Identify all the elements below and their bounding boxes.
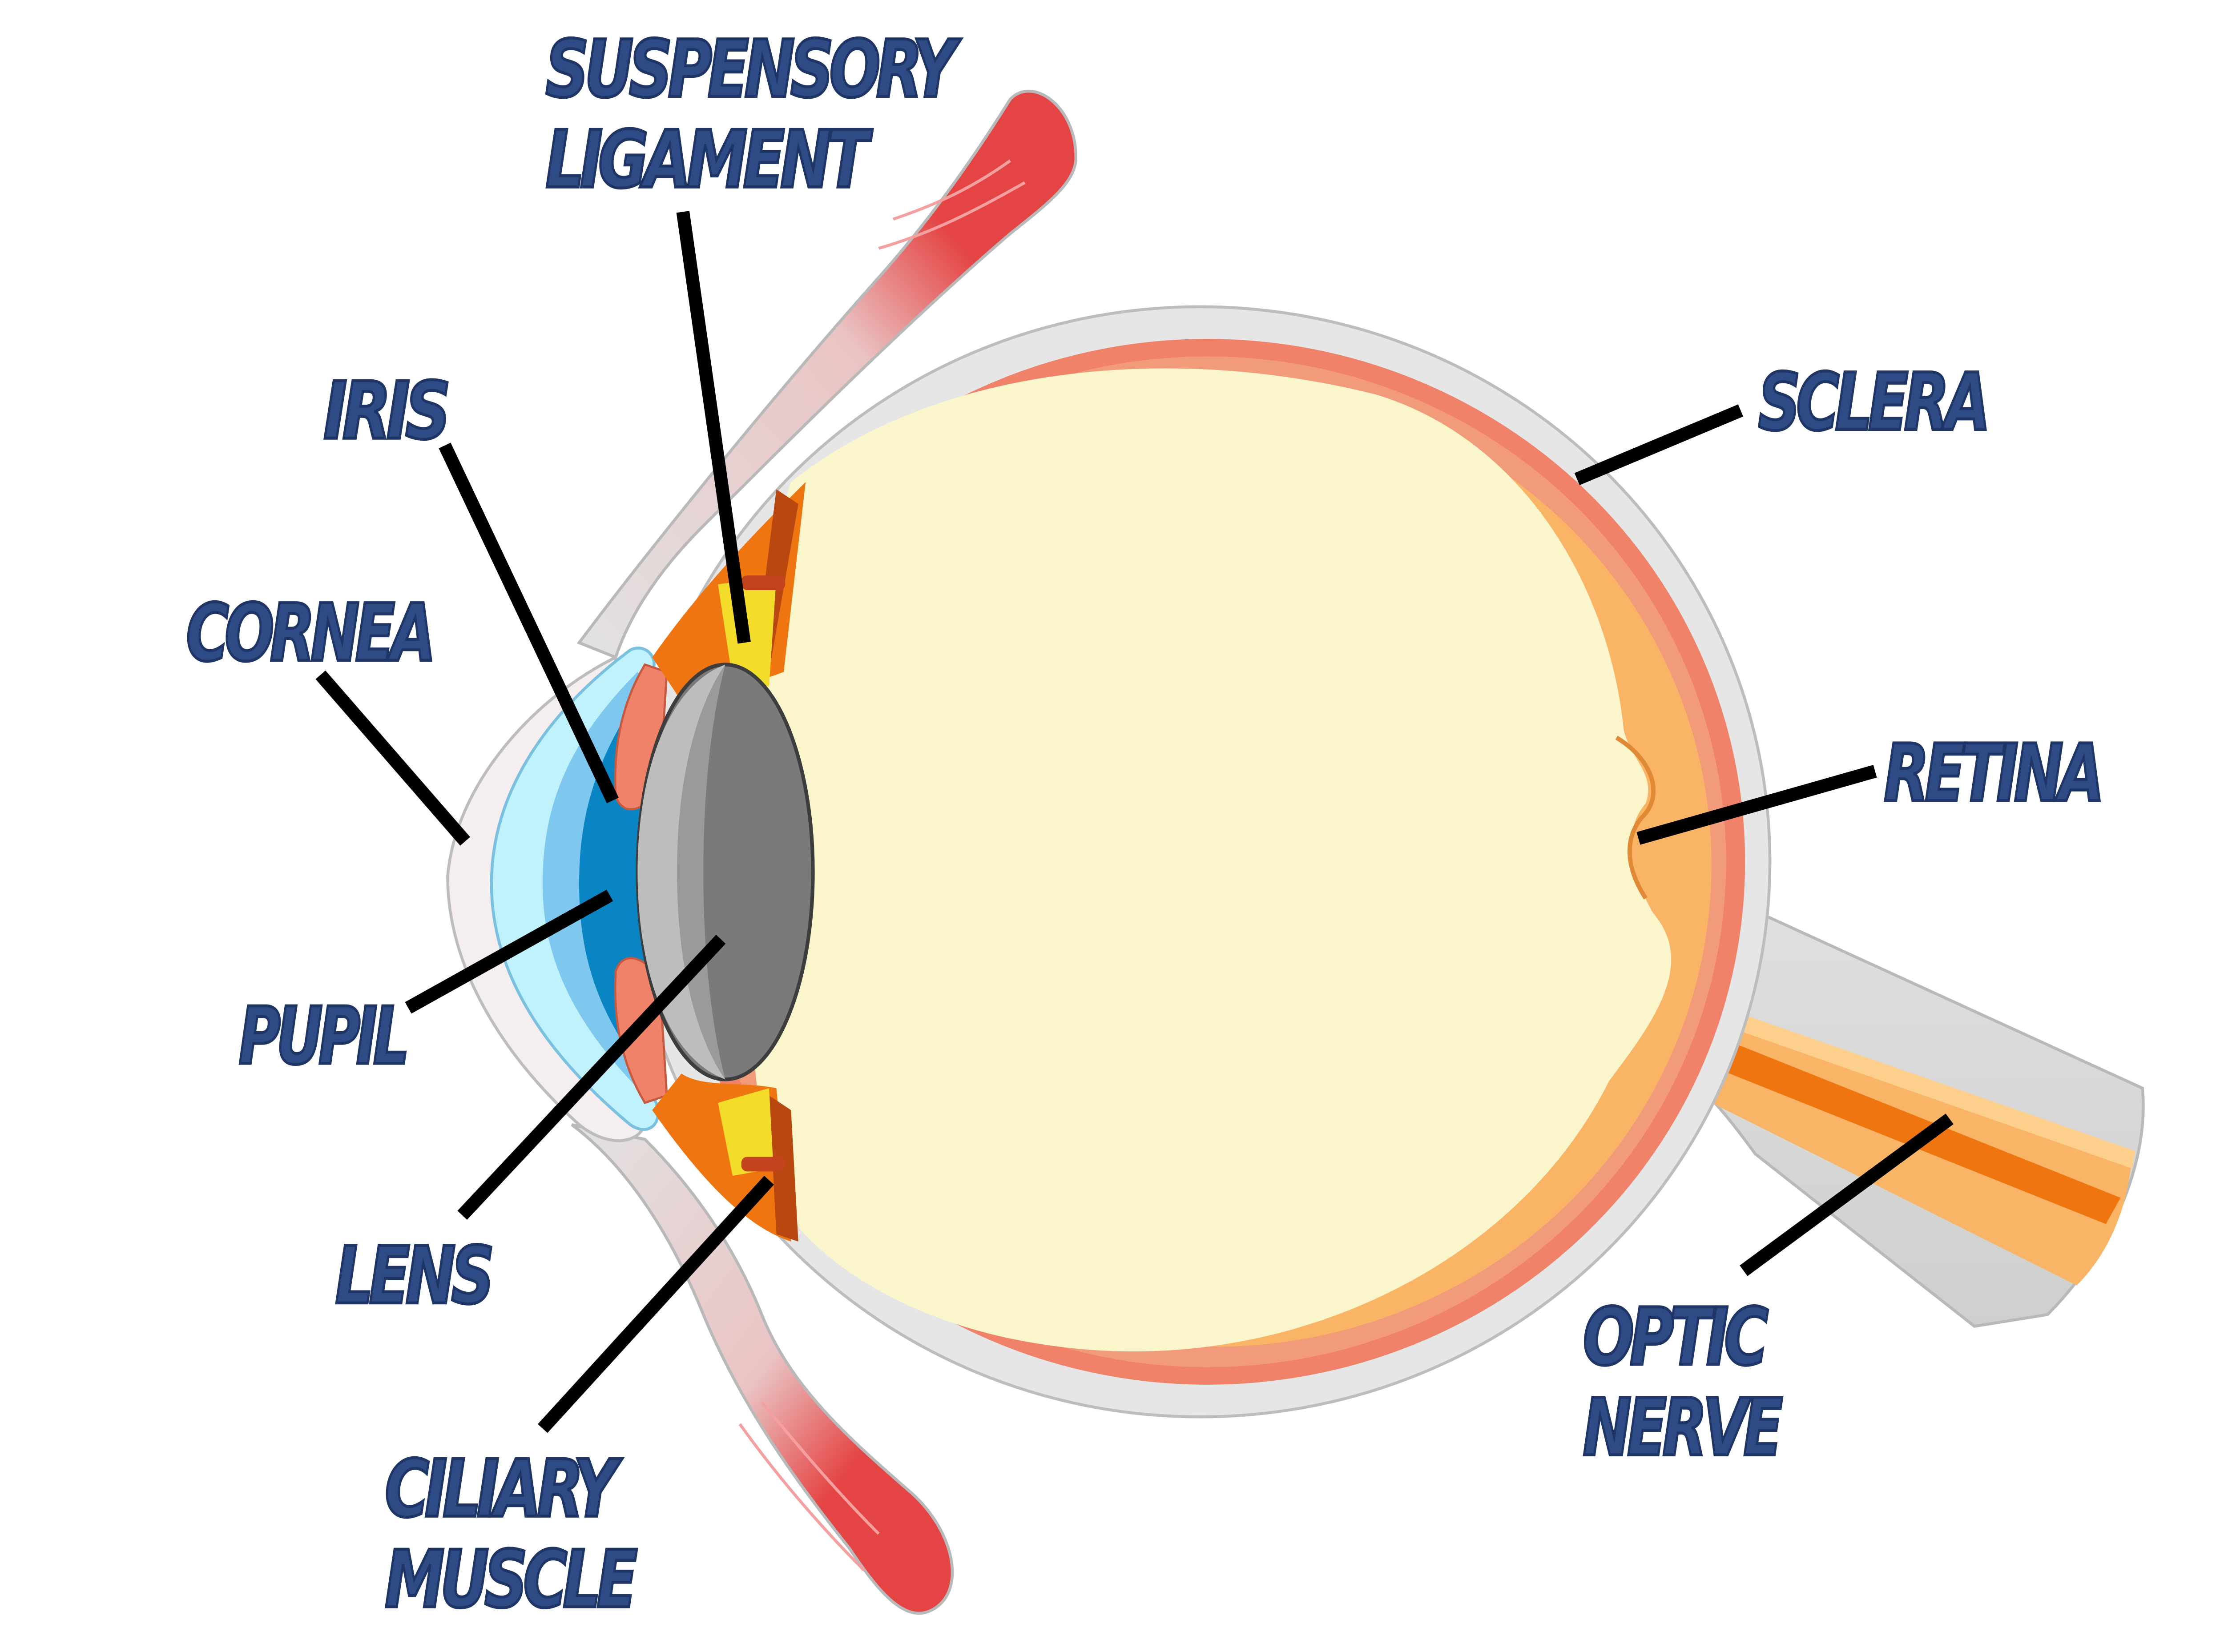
sclera-leader	[1574, 404, 1744, 486]
pupil-label-text: PUPIL	[239, 990, 406, 1082]
suspensory-ligament-label-line1: SUSPENSORY	[545, 23, 961, 115]
lens-label: LENS	[334, 1228, 498, 1323]
lens-label-text: LENS	[335, 1230, 491, 1322]
cornea-label: CORNEA	[185, 585, 439, 680]
retina-label-text: RETINA	[1884, 727, 2100, 819]
retina-label: RETINA	[1882, 726, 2107, 821]
vitreous-body	[745, 368, 1672, 1352]
ciliary-muscle-label: CILIARY MUSCLE	[383, 1441, 644, 1627]
iris-label-text: IRIS	[323, 365, 447, 457]
suspensory-ligament-label-line2: LIGAMENT	[545, 113, 873, 205]
iris-leader	[439, 442, 619, 804]
cornea-label-text: CORNEA	[186, 587, 431, 679]
sclera-label: SCLERA	[1757, 354, 1993, 450]
optic-nerve-label-line1: OPTIC	[1583, 1291, 1768, 1383]
ciliary-muscle-leader	[537, 1176, 774, 1433]
pupil-label: PUPIL	[237, 989, 413, 1084]
suspensory-ligament-leader	[676, 211, 751, 644]
ciliary-muscle-label-line1: CILIARY	[385, 1443, 622, 1535]
lower-eye-muscle	[571, 1123, 954, 1615]
optic-nerve-label-line2: NERVE	[1583, 1382, 1782, 1474]
sclera-label-text: SCLERA	[1758, 356, 1986, 448]
cornea-leader	[315, 670, 470, 846]
retina-leader	[1636, 765, 1877, 845]
optic-nerve-shape	[1637, 889, 2145, 1328]
lens-shape	[636, 663, 815, 1081]
ciliary-muscle-label-line2: MUSCLE	[385, 1533, 637, 1625]
pupil-leader	[405, 889, 613, 1014]
optic-nerve-label: OPTIC NERVE	[1581, 1290, 1789, 1475]
lens-leader	[457, 934, 726, 1220]
suspensory-ligament-label: SUSPENSORY LIGAMENT	[544, 22, 969, 207]
iris-label: IRIS	[322, 363, 455, 458]
upper-eye-muscle	[576, 89, 1078, 659]
optic-nerve-leader	[1740, 1113, 1954, 1276]
